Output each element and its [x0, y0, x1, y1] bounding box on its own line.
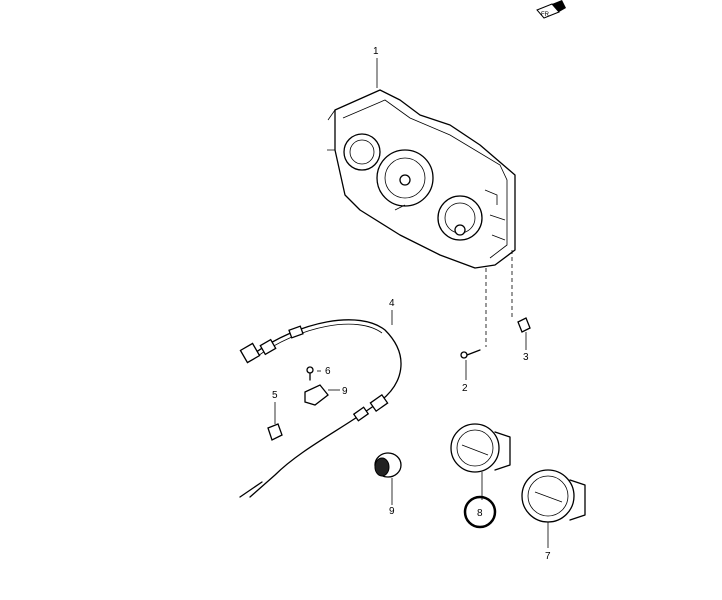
callout-5: 5 [272, 390, 278, 401]
instrument-cluster [327, 89, 516, 269]
callout-4: 4 [389, 298, 395, 309]
callout-6: 6 [325, 366, 331, 377]
clamp-part [267, 423, 283, 441]
bracket-part [304, 384, 329, 406]
front-marker-label: FR [541, 12, 550, 18]
front-direction-arrow-icon: FR [536, 0, 566, 19]
grommet-part [374, 452, 402, 478]
callout-2: 2 [462, 383, 468, 394]
callout-3: 3 [523, 352, 529, 363]
clip-part [517, 317, 531, 333]
highlight-circle [463, 495, 497, 529]
callout-9-grommet: 9 [389, 506, 395, 517]
speedometer-cable [239, 319, 402, 498]
callout-9-bracket: 9 [342, 386, 348, 397]
screw-part [460, 349, 481, 359]
callout-1: 1 [373, 46, 379, 57]
callout-8: 8 [477, 508, 483, 519]
gauge-part-7 [521, 469, 586, 523]
leader-lines [274, 58, 549, 548]
callout-7: 7 [545, 551, 551, 562]
bolt-part [306, 366, 314, 381]
gauge-part-8 [450, 423, 511, 473]
